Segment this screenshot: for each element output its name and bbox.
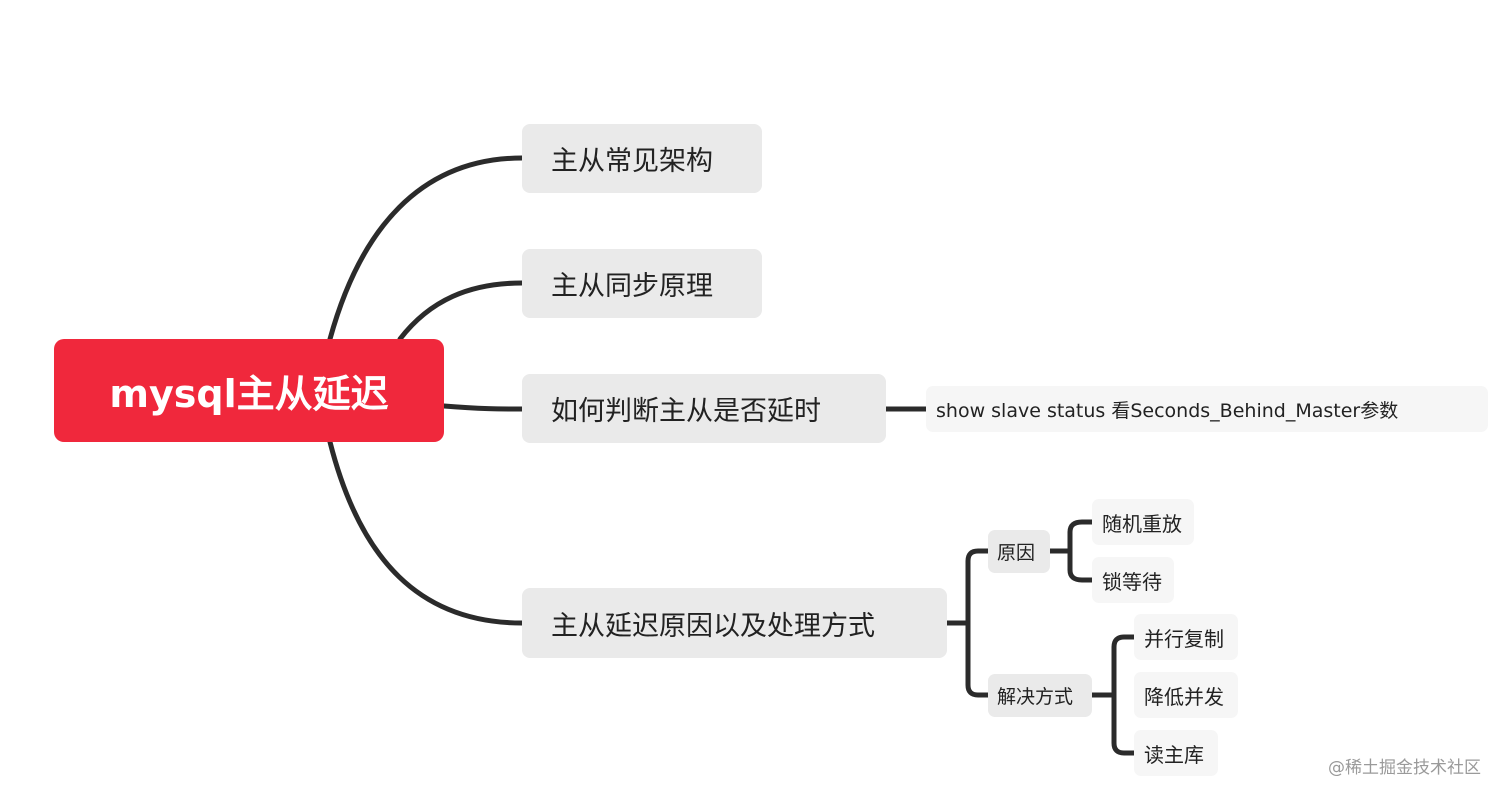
- solution-reduce-concurrency[interactable]: 降低并发: [1134, 672, 1238, 718]
- branch-detect-delay[interactable]: 如何判断主从是否延时: [522, 374, 886, 443]
- solution-read-master[interactable]: 读主库: [1134, 730, 1218, 776]
- branch-sync-principle[interactable]: 主从同步原理: [522, 249, 762, 318]
- root-node[interactable]: mysql主从延迟: [54, 339, 444, 442]
- watermark-text: @稀土掘金技术社区: [1328, 758, 1481, 778]
- link-root-branch-1: [327, 155, 525, 342]
- link-bracket-solutions: [1111, 634, 1137, 756]
- link-bracket-causes: [1067, 519, 1095, 583]
- detail-show-slave-status[interactable]: show slave status 看Seconds_Behind_Master…: [926, 386, 1488, 432]
- sub-causes[interactable]: 原因: [988, 530, 1050, 573]
- cause-random-replay[interactable]: 随机重放: [1092, 499, 1194, 545]
- solution-parallel-replication[interactable]: 并行复制: [1134, 614, 1238, 660]
- link-root-branch-2: [397, 280, 525, 342]
- sub-solutions[interactable]: 解决方式: [988, 674, 1092, 717]
- link-bracket-causes-solutions: [965, 548, 991, 698]
- link-root-branch-3: [441, 403, 525, 412]
- link-root-branch-4: [327, 439, 525, 626]
- branch-causes-and-handling[interactable]: 主从延迟原因以及处理方式: [522, 588, 947, 658]
- cause-lock-wait[interactable]: 锁等待: [1092, 557, 1174, 603]
- branch-architecture[interactable]: 主从常见架构: [522, 124, 762, 193]
